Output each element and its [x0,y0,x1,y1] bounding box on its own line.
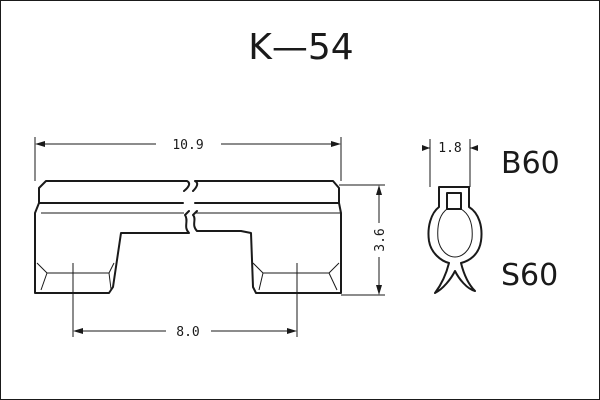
overall-length-label: 10.9 [172,138,203,153]
foot-arrowhead-left [73,328,83,334]
right-foot-bevel-edge-a [258,272,264,291]
side-view-profile [427,186,483,294]
profile-outline [427,186,483,294]
front-view [34,180,342,294]
left-foot-bevel-edge-a [40,272,48,291]
foot-spacing-dimension: 8.0 [72,263,298,340]
left-foot-bevel-edge-b [108,272,112,290]
overall-length-dimension: 10.9 [34,137,342,181]
thickness-arrow-left [422,145,430,151]
right-foot-bevel-edge-b [328,272,338,291]
thickness-label: 1.8 [438,141,461,156]
thickness-dimension: 1.8 [422,139,478,187]
foot-arrowhead-right [287,328,297,334]
right-foot-bevel [252,262,340,274]
part-title: K—54 [248,27,353,68]
grade-label-bottom: S60 [501,258,558,293]
arrowhead-left [35,141,45,147]
thickness-arrow-right [470,145,478,151]
left-foot-bevel [36,262,115,274]
arrowhead-top [376,185,382,195]
arrowhead-right [331,141,341,147]
height-label: 3.6 [373,228,388,251]
foot-spacing-label: 8.0 [176,325,199,340]
profile-cavity [437,208,473,258]
arrowhead-bottom [376,285,382,295]
height-dimension: 3.6 [339,184,388,296]
front-view-left-outline [34,180,191,294]
profile-slot [446,192,462,210]
grade-label-top: B60 [501,146,560,181]
front-view-right-outline [192,180,342,294]
